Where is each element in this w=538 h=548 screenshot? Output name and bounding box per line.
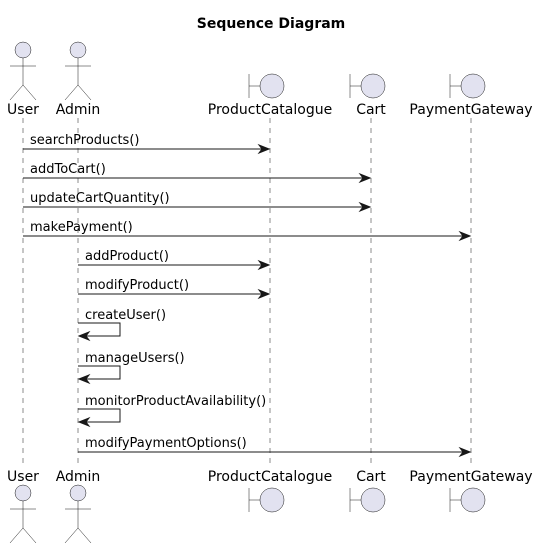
actor-admin-top: [64, 41, 92, 101]
actor-user-bottom: [9, 484, 37, 544]
participant-label-top: User: [7, 102, 39, 118]
boundary-gateway-top: [449, 73, 486, 99]
message: makePayment(): [23, 220, 472, 242]
message: updateCartQuantity(): [23, 191, 372, 213]
self-message-line: [78, 322, 121, 337]
participant-label-top: PaymentGateway: [409, 102, 532, 118]
actor-admin-bottom: [64, 484, 92, 544]
arrow-head: [358, 172, 372, 184]
participant-label-bottom: Cart: [356, 469, 386, 485]
message: searchProducts(): [23, 133, 271, 155]
participant-label-bottom: Admin: [56, 469, 101, 485]
message-label: addProduct(): [85, 249, 169, 264]
message: addProduct(): [78, 249, 271, 271]
arrow-head: [358, 201, 372, 213]
arrow-head: [257, 143, 271, 155]
arrow-head: [257, 288, 271, 300]
message: modifyPaymentOptions(): [78, 436, 472, 458]
participant-label-bottom: PaymentGateway: [409, 469, 532, 485]
diagram-title: Sequence Diagram: [197, 16, 346, 32]
message-label: searchProducts(): [30, 133, 139, 148]
message-label: monitorProductAvailability(): [85, 394, 266, 409]
self-message-line: [78, 408, 121, 423]
arrow-head: [458, 230, 472, 242]
message: addToCart(): [23, 162, 372, 184]
participant-label-bottom: User: [7, 469, 39, 485]
message-label: manageUsers(): [85, 351, 185, 366]
participant-label-top: Cart: [356, 102, 386, 118]
message: createUser(): [77, 308, 166, 342]
boundary-gateway-bottom: [449, 487, 486, 513]
message-label: modifyProduct(): [85, 278, 189, 293]
boundary-catalogue-bottom: [248, 487, 285, 513]
self-message-line: [78, 365, 121, 380]
arrow-head: [257, 259, 271, 271]
arrow-head: [77, 416, 91, 428]
participant-label-bottom: ProductCatalogue: [208, 469, 332, 485]
boundary-cart-top: [349, 73, 386, 99]
message-label: makePayment(): [30, 220, 133, 235]
boundary-catalogue-top: [248, 73, 285, 99]
message-label: updateCartQuantity(): [30, 191, 170, 206]
actor-user-top: [9, 41, 37, 101]
boundary-cart-bottom: [349, 487, 386, 513]
message: modifyProduct(): [78, 278, 271, 300]
message-label: createUser(): [85, 308, 166, 323]
message: manageUsers(): [77, 351, 185, 385]
arrow-head: [458, 446, 472, 458]
participant-label-top: ProductCatalogue: [208, 102, 332, 118]
message: monitorProductAvailability(): [77, 394, 266, 428]
participant-label-top: Admin: [56, 102, 101, 118]
arrow-head: [77, 330, 91, 342]
message-label: modifyPaymentOptions(): [85, 436, 247, 451]
message-label: addToCart(): [30, 162, 106, 177]
arrow-head: [77, 373, 91, 385]
